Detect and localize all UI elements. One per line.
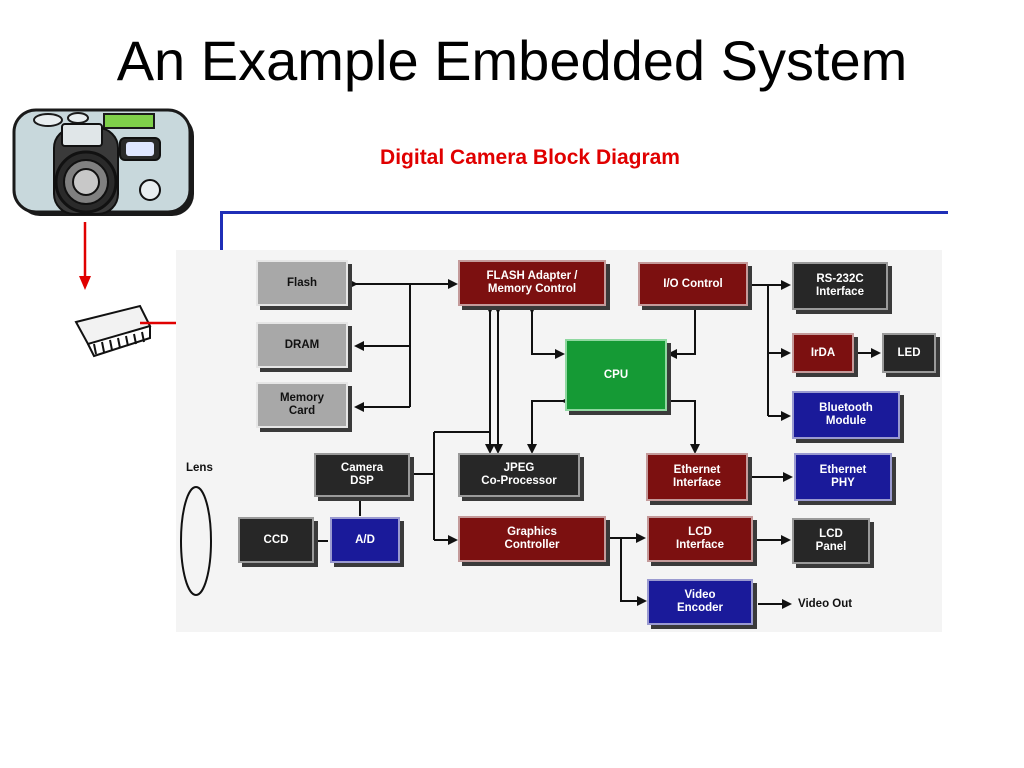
io-control-block: I/O Control — [638, 262, 748, 306]
lens-icon — [180, 486, 212, 596]
slide-title: An Example Embedded System — [116, 29, 908, 92]
video-encoder-block: Video Encoder — [647, 579, 753, 625]
cpu-block: CPU — [565, 339, 667, 411]
dram-block: DRAM — [256, 322, 348, 368]
lcd-panel-block: LCD Panel — [792, 518, 870, 564]
flash-block: Flash — [256, 260, 348, 306]
memory-card-block: Memory Card — [256, 382, 348, 428]
rs232c-block: RS-232C Interface — [792, 262, 888, 310]
ccd-block: CCD — [238, 517, 314, 563]
frame-top-line — [220, 211, 948, 214]
led-block: LED — [882, 333, 936, 373]
ethernet-interface-block: Ethernet Interface — [646, 453, 748, 501]
graphics-controller-block: Graphics Controller — [458, 516, 606, 562]
video-out-label: Video Out — [798, 598, 853, 610]
ad-block: A/D — [330, 517, 400, 563]
jpeg-coprocessor-block: JPEG Co-Processor — [458, 453, 580, 497]
irda-block: IrDA — [792, 333, 854, 373]
camera-dsp-block: Camera DSP — [314, 453, 410, 497]
bluetooth-module-block: Bluetooth Module — [792, 391, 900, 439]
lens-label: Lens — [186, 462, 213, 474]
flash-adapter-block: FLASH Adapter / Memory Control — [458, 260, 606, 306]
lcd-interface-block: LCD Interface — [647, 516, 753, 562]
ethernet-phy-block: Ethernet PHY — [794, 453, 892, 501]
diagram-title: Digital Camera Block Diagram — [380, 146, 680, 169]
